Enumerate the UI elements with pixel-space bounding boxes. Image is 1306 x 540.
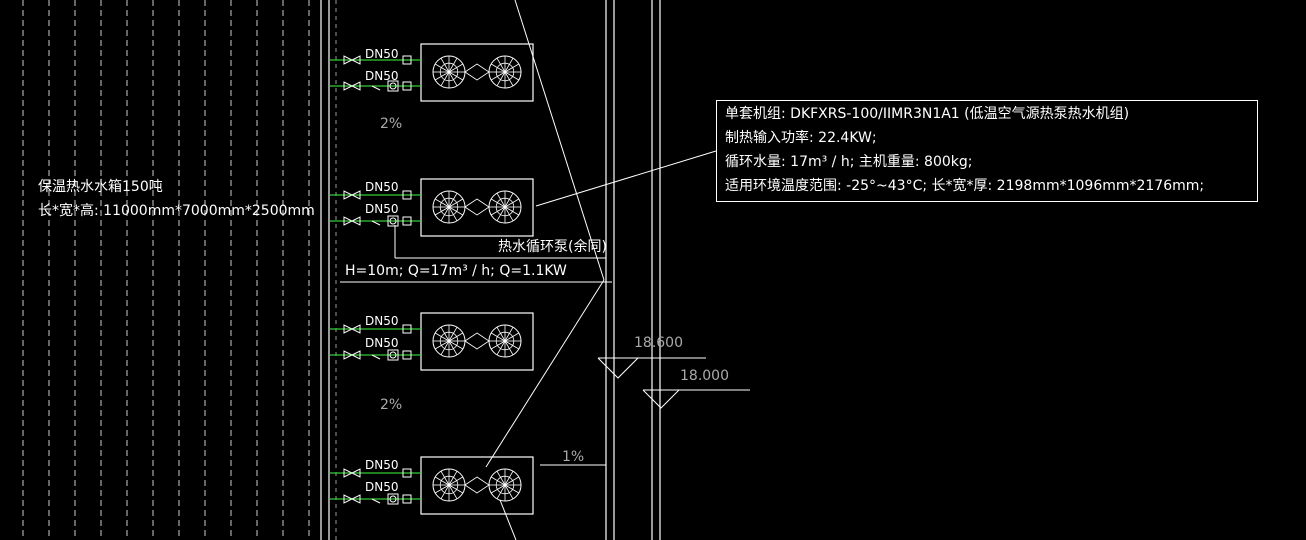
heat-pump-unit [330, 312, 534, 371]
dn-label-4b: DN50 [365, 480, 399, 494]
level-lower-label: 18.000 [680, 368, 729, 384]
note-line-flow: 循环水量: 17m³ / h; 主机重量: 800kg; [725, 154, 973, 170]
heat-pump-unit [330, 456, 534, 515]
supply-pipes [330, 59, 421, 87]
valve-icon [343, 324, 412, 361]
fan-icon [432, 55, 466, 89]
dn-label-3b: DN50 [365, 336, 399, 350]
dn-label-2b: DN50 [365, 202, 399, 216]
fan-icon [488, 190, 522, 224]
dn-label-2a: DN50 [365, 180, 399, 194]
supply-pipes [330, 328, 421, 356]
tank-dimensions-label: 长*宽*高: 11000mm*7000mm*2500mm [38, 203, 315, 219]
valve-icon [343, 55, 412, 92]
unit-spec-note-box: 单套机组: DKFXRS-100/IIMR3N1A1 (低温空气源热泵热水机组)… [716, 100, 1258, 202]
valve-icon [343, 190, 412, 227]
slope-label-bottom: 1% [562, 449, 585, 465]
fan-icon [432, 324, 466, 358]
tank-hatch [22, 0, 310, 540]
level-upper-label: 18.600 [634, 335, 683, 351]
dn-label-1a: DN50 [365, 47, 399, 61]
note-line-power: 制热输入功率: 22.4KW; [725, 130, 877, 146]
pump-lines [340, 225, 612, 466]
valve-icon [343, 468, 412, 505]
pump-title: 热水循环泵(余同) [498, 239, 607, 255]
diagonal-lines [485, 0, 717, 540]
note-line-temp: 适用环境温度范围: -25°~43°C; 长*宽*厚: 2198mm*1096m… [725, 178, 1205, 194]
dn-label-3a: DN50 [365, 314, 399, 328]
tank-wall [320, 0, 330, 540]
slope-label-top: 2% [380, 116, 403, 132]
pump-spec: H=10m; Q=17m³ / h; Q=1.1KW [345, 263, 567, 279]
supply-pipes [330, 194, 421, 222]
dn-label-1b: DN50 [365, 69, 399, 83]
heat-pump-unit [330, 178, 534, 237]
fan-icon [488, 55, 522, 89]
riser-pipes [605, 0, 661, 540]
fan-icon [432, 190, 466, 224]
fan-icon [488, 324, 522, 358]
note-line-model: 单套机组: DKFXRS-100/IIMR3N1A1 (低温空气源热泵热水机组) [725, 106, 1130, 122]
dn-label-4a: DN50 [365, 458, 399, 472]
level-marker-lower [642, 389, 750, 409]
supply-pipes [330, 472, 421, 500]
level-marker-upper [597, 357, 706, 379]
fan-icon [432, 468, 466, 502]
fan-icon [488, 468, 522, 502]
tank-name-label: 保温热水水箱150吨 [38, 179, 163, 195]
heat-pump-unit [330, 43, 534, 102]
slope-label-mid: 2% [380, 397, 403, 413]
